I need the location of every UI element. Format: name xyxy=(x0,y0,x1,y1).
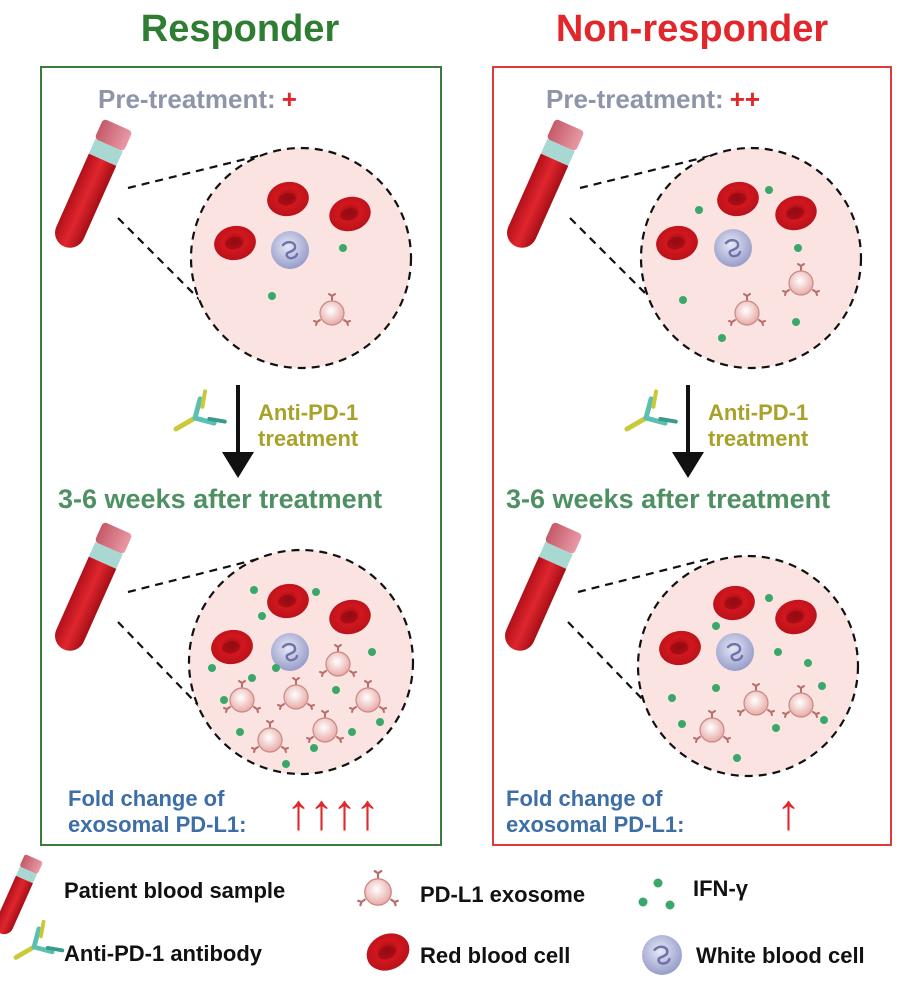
ifn-gamma-dot xyxy=(268,292,276,300)
treatment-arrowhead xyxy=(672,452,704,478)
non-responder-fold-change: Fold change of exosomal PD-L1: xyxy=(506,786,685,838)
non-responder-after-label: 3-6 weeks after treatment xyxy=(506,484,831,514)
legend-ifn-gamma-icon xyxy=(638,878,675,910)
legend-antibody-icon xyxy=(7,921,62,972)
legend-blood-sample: Patient blood sample xyxy=(64,878,286,903)
non-responder-pre-treatment: Pre-treatment:++ xyxy=(546,84,760,115)
zoom-line xyxy=(127,556,263,594)
zoom-line xyxy=(579,153,715,190)
blood-tube-icon xyxy=(499,521,583,657)
legend-ifn-gamma: IFN-γ xyxy=(693,876,748,901)
white-blood-cell xyxy=(714,631,756,673)
treatment-line-1: Anti-PD-1 xyxy=(258,400,359,425)
legend-exosome-icon xyxy=(357,869,399,907)
responder-pre-treatment: Pre-treatment:+ xyxy=(98,84,297,115)
legend-white-blood-cell: White blood cell xyxy=(696,943,865,968)
pd-l1-level: + xyxy=(281,84,297,114)
pd-l1-level: ++ xyxy=(729,84,761,114)
treatment-line-1: Anti-PD-1 xyxy=(708,400,809,425)
responder-fold-change: Fold change of exosomal PD-L1: xyxy=(68,786,247,838)
legend-antibody: Anti-PD-1 antibody xyxy=(64,941,262,966)
non-responder-fold-arrows: ↑ xyxy=(776,784,801,840)
blood-tube-icon xyxy=(49,521,133,657)
fold-line-2: exosomal PD-L1: xyxy=(68,812,247,837)
blood-tube-icon xyxy=(501,118,585,254)
responder-treatment-label: Anti-PD-1 treatment xyxy=(258,400,358,452)
zoom-line xyxy=(577,556,713,594)
legend-white-blood-cell-icon xyxy=(640,933,684,977)
non-responder-panel xyxy=(492,66,892,846)
ifn-gamma-dots xyxy=(679,186,802,342)
fold-line-1: Fold change of xyxy=(68,786,225,811)
ifn-gamma-dot xyxy=(339,244,347,252)
ifn-gamma-dots xyxy=(668,594,828,762)
antibody-icon xyxy=(618,390,676,444)
non-responder-title: Non-responder xyxy=(555,8,829,50)
pre-treatment-label: Pre-treatment: xyxy=(546,84,724,114)
zoom-line xyxy=(127,153,263,190)
blood-tube-icon xyxy=(49,118,133,254)
legend-pd-l1-exosome: PD-L1 exosome xyxy=(420,882,586,907)
responder-fold-arrows: ↑↑↑↑ xyxy=(286,784,380,840)
white-blood-cell xyxy=(269,229,311,271)
fold-line-2: exosomal PD-L1: xyxy=(506,812,685,837)
legend-blood-tube-icon xyxy=(0,853,44,938)
responder-title: Responder xyxy=(140,8,340,50)
responder-panel xyxy=(40,66,442,846)
treatment-line-2: treatment xyxy=(708,426,809,451)
treatment-line-2: treatment xyxy=(258,426,359,451)
responder-after-label: 3-6 weeks after treatment xyxy=(58,484,383,514)
legend-red-blood-cell: Red blood cell xyxy=(420,943,571,968)
ifn-gamma-dots xyxy=(208,586,384,768)
fold-line-1: Fold change of xyxy=(506,786,663,811)
magnified-sample-circle xyxy=(636,554,860,778)
white-blood-cell xyxy=(712,227,754,269)
legend-red-blood-cell-icon xyxy=(360,926,416,978)
treatment-arrowhead xyxy=(222,452,254,478)
pre-treatment-label: Pre-treatment: xyxy=(98,84,276,114)
antibody-icon xyxy=(167,390,225,444)
non-responder-treatment-label: Anti-PD-1 treatment xyxy=(708,400,808,452)
